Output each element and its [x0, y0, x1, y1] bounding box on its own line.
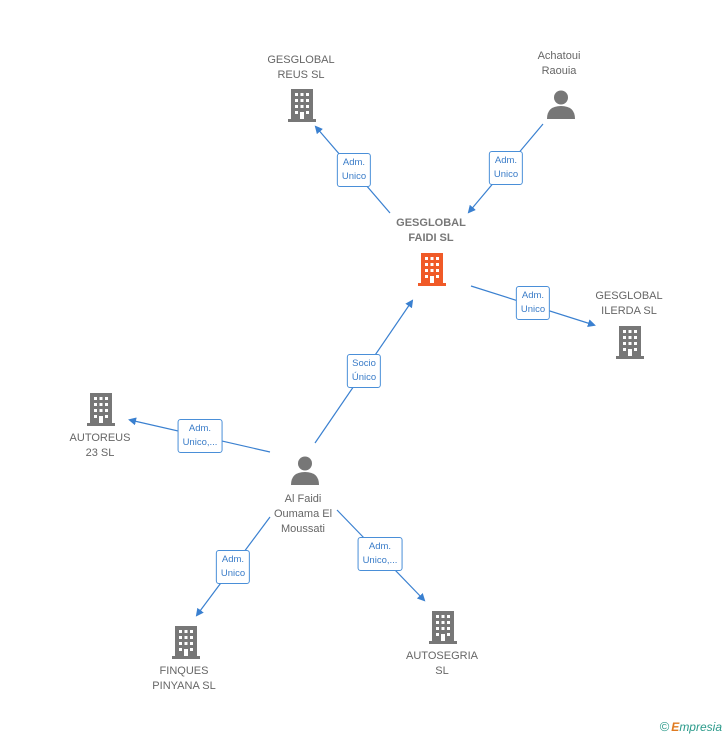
edge-label-alfaidi-faidi[interactable]: Socio Único [346, 354, 382, 388]
node-name-line: PINYANA SL [152, 680, 216, 692]
node-name-line: Moussati [280, 523, 326, 535]
node-name-line: FINQUES [159, 665, 209, 677]
edge-label-alfaidi-finques[interactable]: Adm. Unico [215, 550, 251, 584]
node-label-gesglobal-ilerda: GESGLOBAL ILERDA SL [595, 289, 662, 319]
building-icon[interactable] [427, 610, 459, 644]
node-name-line: ILERDA SL [601, 305, 657, 317]
building-icon[interactable] [85, 392, 117, 426]
node-name-line: GESGLOBAL [267, 54, 335, 66]
edge-role-line: Socio [352, 358, 376, 369]
node-name-line: FAIDI SL [408, 232, 454, 244]
node-label-gesglobal-reus: GESGLOBAL REUS SL [267, 53, 334, 83]
node-name-line: REUS SL [277, 69, 325, 81]
node-name-line: AUTOSEGRIA [406, 650, 478, 662]
person-icon[interactable] [546, 89, 576, 119]
edge-role-line: Unico [220, 568, 246, 579]
edge-role-line: Unico [341, 171, 367, 182]
building-icon[interactable] [416, 252, 448, 286]
brand-initial: E [671, 720, 680, 734]
edge-role-line: Unico [493, 169, 519, 180]
edge-role-line: Unico,... [362, 555, 398, 566]
edge-role-line: Adm. [221, 554, 245, 565]
node-label-finques: FINQUES PINYANA SL [152, 664, 215, 694]
building-icon[interactable] [286, 88, 318, 122]
node-name-line: Raouia [541, 65, 577, 77]
node-label-autoreus: AUTOREUS 23 SL [70, 431, 131, 461]
edge-label-faidi-ilerda[interactable]: Adm. Unico [515, 286, 551, 320]
node-name-line: Oumama El [273, 508, 333, 520]
node-name-line: AUTOREUS [69, 432, 131, 444]
copyright-symbol: © [659, 719, 670, 734]
node-label-al-faidi: Al Faidi Oumama El Moussati [274, 492, 332, 537]
node-name-line: GESGLOBAL [396, 217, 466, 229]
building-icon[interactable] [614, 325, 646, 359]
person-icon[interactable] [290, 455, 320, 485]
brand-name: mpresia [679, 720, 722, 734]
edge-role-line: Único [351, 372, 377, 383]
node-name-line: SL [435, 665, 449, 677]
node-name-line: GESGLOBAL [595, 290, 663, 302]
edge-label-faidi-reus[interactable]: Adm. Unico [336, 153, 372, 187]
node-name-line: Al Faidi [284, 493, 322, 505]
edge-role-line: Adm. [521, 290, 545, 301]
edge-role-line: Adm. [342, 157, 366, 168]
edge-role-line: Adm. [494, 155, 518, 166]
empresia-watermark: ©Empresia [660, 719, 722, 734]
edge-role-line: Unico,... [182, 437, 218, 448]
node-label-achatoui: Achatoui Raouia [538, 49, 581, 79]
edge-label-achatoui-faidi[interactable]: Adm. Unico [488, 151, 524, 185]
node-label-autosegria: AUTOSEGRIA SL [406, 649, 478, 679]
building-icon[interactable] [170, 625, 202, 659]
edge-role-line: Adm. [368, 541, 392, 552]
edge-label-alfaidi-autoreus[interactable]: Adm. Unico,... [177, 419, 223, 453]
edge-role-line: Adm. [188, 423, 212, 434]
edge-label-alfaidi-autosegria[interactable]: Adm. Unico,... [357, 537, 403, 571]
edge-role-line: Unico [520, 304, 546, 315]
node-name-line: 23 SL [85, 447, 115, 459]
node-label-gesglobal-faidi: GESGLOBAL FAIDI SL [396, 216, 466, 246]
node-name-line: Achatoui [537, 50, 581, 62]
